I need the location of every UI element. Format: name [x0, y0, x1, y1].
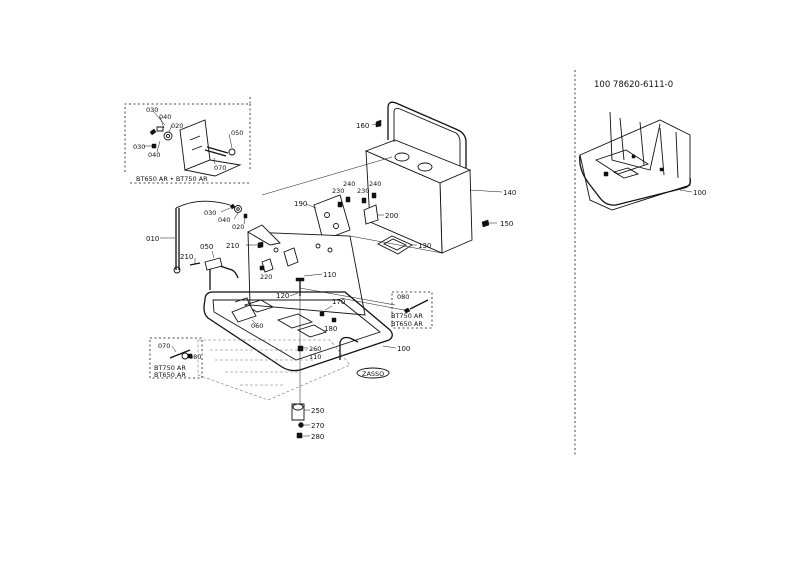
parts-bottom: 250 270 280 — [291, 403, 324, 441]
part-140-toolbox: 140 — [364, 101, 516, 254]
callout-160: 160 — [356, 122, 369, 130]
callout-050: 050 — [200, 243, 213, 251]
callout-240: 240 — [369, 180, 381, 188]
inset-top-left: 030 040 020 030 040 050 070 BT650 AR • B… — [124, 95, 251, 184]
callout-170: 170 — [332, 298, 345, 306]
callout-260: 260 — [309, 345, 321, 353]
model-note: BT650 AR — [154, 371, 186, 379]
assembly-overview: 100 — [579, 111, 706, 211]
callout-040: 040 — [218, 216, 230, 224]
callout-110: 110 — [323, 271, 336, 279]
callout-230: 230 — [332, 187, 344, 195]
reference-number: 100 78620-6111-0 — [594, 80, 673, 90]
part-150-bolt: 150 — [481, 219, 513, 228]
callout-240: 240 — [343, 180, 355, 188]
callout-180: 180 — [324, 325, 337, 333]
model-note: BT750 AR — [391, 312, 423, 320]
callout-230: 230 — [357, 187, 369, 195]
callout-020: 020 — [171, 122, 183, 130]
callout-270: 270 — [311, 422, 324, 430]
callout-140: 140 — [503, 189, 516, 197]
callout-130: 130 — [418, 242, 431, 250]
model-note: BT650 AR • BT750 AR — [136, 175, 208, 183]
hardware-260: 260 110 — [297, 345, 321, 361]
callout-280: 280 — [311, 433, 324, 441]
part-010-rod: 010 — [146, 200, 231, 274]
callout-220: 220 — [260, 273, 272, 281]
callout-030: 030 — [146, 106, 158, 114]
model-note: BT650 AR — [391, 320, 423, 328]
hardware-170-180: 170 180 — [319, 298, 345, 333]
inset-left: 070 080 BT750 AR BT650 AR — [149, 337, 203, 379]
hardware-cluster-left: 030 040 020 — [204, 203, 248, 231]
callout-110: 110 — [309, 353, 321, 361]
callout-200: 200 — [385, 212, 398, 220]
lower-frame-outline — [197, 339, 351, 401]
callout-030: 030 — [204, 209, 216, 217]
callout-040: 040 — [148, 151, 160, 159]
part-160-screw: 160 — [356, 119, 382, 130]
callout-210: 210 — [180, 253, 193, 261]
callout-150: 150 — [500, 220, 513, 228]
part-130-cover: 130 — [377, 235, 431, 255]
callout-100-overview: 100 — [693, 189, 706, 197]
callout-080: 080 — [189, 353, 201, 361]
callout-060: 060 — [251, 322, 263, 330]
callout-050: 050 — [231, 129, 243, 137]
stamp: ZASSO — [356, 367, 390, 379]
callout-040: 040 — [159, 113, 171, 121]
callout-080: 080 — [397, 293, 409, 301]
part-110-pin: 110 120 — [276, 271, 336, 300]
callout-250: 250 — [311, 407, 324, 415]
callout-190: 190 — [294, 200, 307, 208]
inset-right: 080 BT750 AR BT650 AR 060 — [339, 291, 433, 329]
callout-100: 100 — [397, 345, 410, 353]
callout-010: 010 — [146, 235, 159, 243]
callout-070: 070 — [214, 164, 226, 172]
callout-070: 070 — [158, 342, 170, 350]
model-note: BT750 AR — [154, 364, 186, 372]
part-060: 060 — [231, 297, 263, 330]
part-190-bracket: 190 200 240 230 240 230 — [294, 180, 398, 241]
callout-120: 120 — [276, 292, 289, 300]
callout-030: 030 — [133, 143, 145, 151]
callout-020: 020 — [232, 223, 244, 231]
hardware-cluster-mid: 210 050 210 220 — [180, 241, 272, 281]
callout-210: 210 — [226, 242, 239, 250]
svg-text:ZASSO: ZASSO — [362, 370, 384, 378]
